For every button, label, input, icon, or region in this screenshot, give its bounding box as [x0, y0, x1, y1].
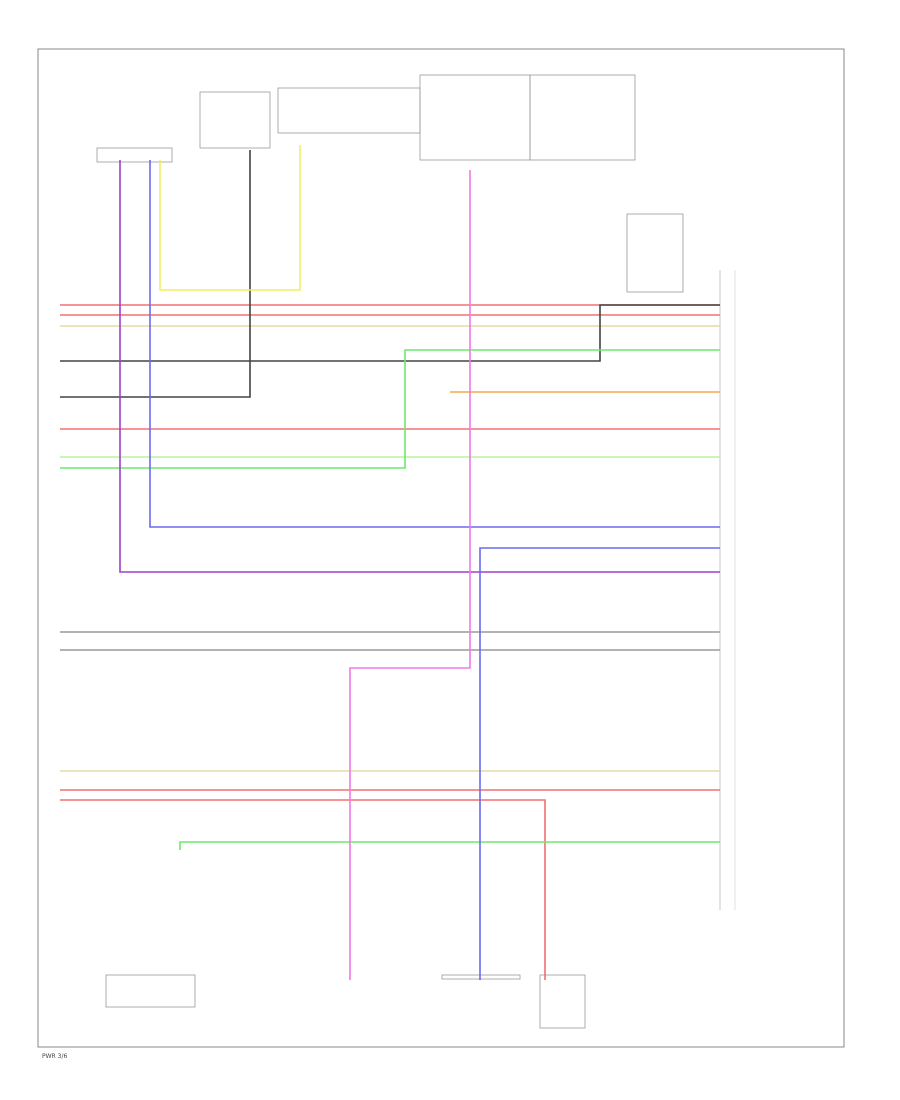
wire-violet: [119, 160, 720, 573]
wire-dark: [60, 304, 720, 362]
connector-bottom-center: [441, 974, 521, 980]
ecm-connector-strip: [719, 270, 736, 910]
wire-green: [179, 841, 720, 850]
wire-pink: [349, 170, 471, 980]
fuse-block: [277, 87, 421, 134]
relay-box: [199, 91, 271, 149]
sensor-box-upper-right: [626, 213, 684, 293]
connector-left-top: [96, 147, 173, 163]
diagram-border: [37, 48, 845, 1048]
wire-layer: [60, 145, 720, 980]
top-connectors: [96, 74, 684, 1029]
page-mark: PWR 3/6: [42, 1053, 67, 1060]
central-junction: [419, 74, 531, 161]
wire-red: [60, 799, 546, 980]
wire-yellow: [159, 145, 301, 291]
wire-blue: [149, 160, 720, 528]
component-bottom-right: [539, 974, 586, 1029]
component-bottom-left: [105, 974, 196, 1008]
fuse-panel-right: [529, 74, 636, 161]
wire-green: [60, 349, 720, 469]
wire-dark: [60, 150, 251, 398]
wire-blue: [479, 547, 720, 980]
